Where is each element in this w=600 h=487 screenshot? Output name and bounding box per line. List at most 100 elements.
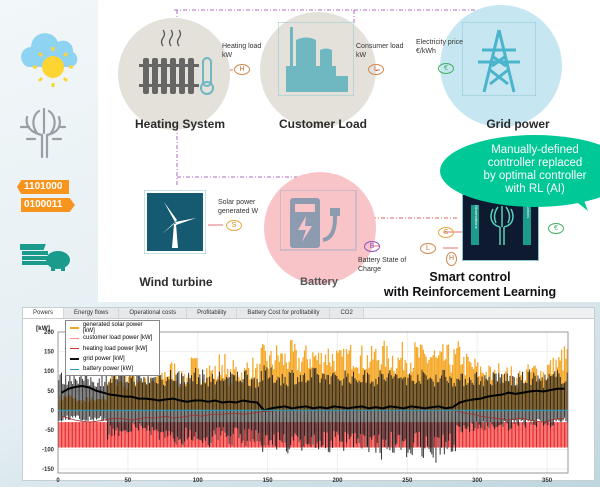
customer-load-bar <box>505 422 507 448</box>
battery-soc-port[interactable]: B <box>364 241 380 252</box>
customer-load-bar <box>492 422 494 448</box>
solar-power-bar <box>433 350 436 411</box>
customer-load-bar <box>171 422 173 448</box>
customer-load-bar <box>232 422 234 448</box>
customer-load-bar <box>88 422 90 448</box>
solar-power-bar <box>446 345 448 411</box>
power-tower-icon[interactable] <box>462 22 536 96</box>
customer-load-bar <box>140 422 142 448</box>
customer-load-bar <box>541 422 543 448</box>
rl-input-l[interactable]: L <box>420 243 436 254</box>
customer-load-bar <box>378 422 380 448</box>
customer-load-bar <box>526 422 528 448</box>
chart-legend: generated solar power [kW] customer load… <box>65 320 160 376</box>
customer-load-bar <box>95 422 97 448</box>
customer-load-bar <box>168 422 170 448</box>
solar-power-bar <box>457 341 459 411</box>
system-diagram: Heating load kW H Heating System Consume… <box>98 0 600 302</box>
brain-circuit-icon <box>17 105 67 160</box>
customer-load-bar <box>442 422 444 448</box>
callout-line: controller replaced <box>487 157 583 169</box>
y-tick-label: -50 <box>45 428 54 434</box>
customer-load-bar <box>473 422 475 448</box>
wind-turbine-icon[interactable] <box>144 190 206 254</box>
consumer-load-port[interactable]: L <box>368 64 384 75</box>
y-tick-label: 100 <box>44 369 55 375</box>
factory-icon[interactable] <box>278 22 354 96</box>
x-tick-label: 0 <box>56 478 60 482</box>
customer-load-bar <box>122 422 124 448</box>
customer-load-bar <box>482 422 484 448</box>
customer-load-bar <box>555 422 557 448</box>
rl-input-h[interactable]: H <box>446 252 457 266</box>
customer-load-bar <box>495 422 497 448</box>
customer-load-bar <box>154 422 156 448</box>
customer-load-bar <box>527 422 529 448</box>
customer-load-bar <box>449 422 451 448</box>
customer-load-bar <box>488 422 490 448</box>
customer-load-bar <box>90 422 92 448</box>
customer-load-bar <box>390 422 392 448</box>
customer-load-bar <box>112 422 114 448</box>
customer-load-bar <box>562 422 564 448</box>
solar-power-port[interactable]: S <box>226 220 242 231</box>
customer-load-bar <box>161 422 163 448</box>
radiator-icon[interactable] <box>133 22 223 102</box>
customer-load-bar <box>545 422 547 448</box>
callout-pointer <box>568 195 588 211</box>
callout-line: Manually-defined <box>491 144 579 156</box>
customer-load-bar <box>60 422 62 448</box>
legend-label: generated solar power [kW] <box>82 322 143 335</box>
legend-item: grid power [kW] <box>70 354 155 364</box>
customer-load-bar <box>503 422 505 448</box>
customer-load-bar <box>63 422 65 448</box>
customer-load-bar <box>487 422 489 448</box>
tab-profitability[interactable]: Profitability <box>187 308 238 318</box>
customer-load-bar <box>337 422 339 448</box>
rl-output-port[interactable]: € <box>548 223 564 234</box>
heating-load-port[interactable]: H <box>234 64 250 75</box>
customer-load-bar <box>115 422 117 448</box>
customer-load-bar <box>94 422 96 448</box>
customer-load-bar <box>84 422 86 448</box>
tab-battery-cost[interactable]: Battery Cost for profitability <box>237 308 331 318</box>
customer-load-bar <box>336 422 338 448</box>
customer-load-bar <box>70 422 72 448</box>
customer-load-bar <box>121 422 122 448</box>
tab-co2[interactable]: CO2 <box>330 308 364 318</box>
customer-load-bar <box>101 422 103 448</box>
tab-operational-costs[interactable]: Operational costs <box>119 308 188 318</box>
customer-load-bar <box>347 422 349 448</box>
customer-load-bar <box>224 422 226 448</box>
customer-load-bar <box>132 422 134 448</box>
customer-load-bar <box>464 422 466 448</box>
rl-input-s[interactable]: S <box>438 227 454 238</box>
customer-load-bar <box>109 422 111 448</box>
tab-powers[interactable]: Powers <box>23 308 65 318</box>
charging-station-icon[interactable] <box>280 190 360 252</box>
electricity-price-port[interactable]: € <box>438 63 454 74</box>
solar-power-bar <box>463 356 465 411</box>
customer-load-bar <box>533 422 535 448</box>
customer-load-title: Customer Load <box>278 117 368 131</box>
customer-load-bar <box>98 422 100 448</box>
customer-load-bar <box>542 422 544 448</box>
tab-energy-flows[interactable]: Energy flows <box>64 308 120 318</box>
customer-load-bar <box>216 422 218 448</box>
customer-load-bar <box>359 422 361 448</box>
observations-port: Observations <box>471 205 479 245</box>
customer-load-bar <box>273 422 275 448</box>
customer-load-bar <box>151 422 153 448</box>
customer-load-bar <box>165 422 167 448</box>
customer-load-bar <box>509 422 511 448</box>
customer-load-bar <box>100 422 102 448</box>
customer-load-bar <box>143 422 145 448</box>
rl-agent-block[interactable]: Observations Actions <box>462 194 539 261</box>
grid-power-mean-line <box>61 385 565 412</box>
customer-load-bar <box>130 422 132 448</box>
customer-load-bar <box>139 422 141 448</box>
customer-load-bar <box>104 422 106 448</box>
customer-load-bar <box>294 422 296 448</box>
customer-load-bar <box>551 422 553 448</box>
customer-load-bar <box>72 422 74 448</box>
